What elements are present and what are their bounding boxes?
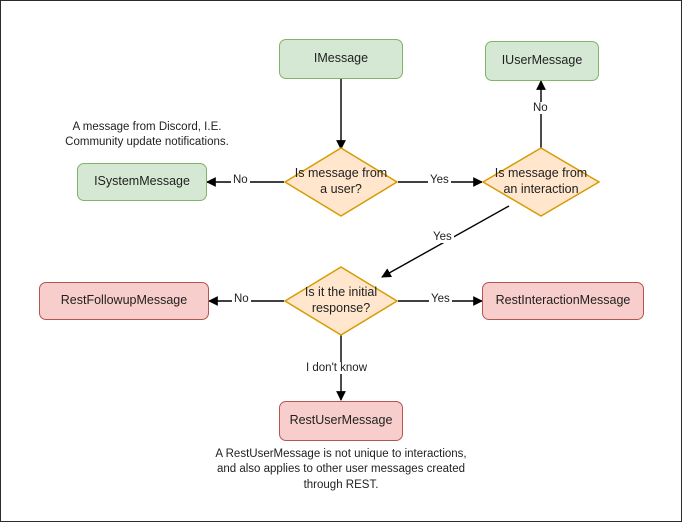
node-restinteractionmessage[interactable]: RestInteractionMessage	[482, 282, 644, 320]
node-restinteractionmessage-label: RestInteractionMessage	[495, 293, 631, 308]
node-restfollowupmessage-label: RestFollowupMessage	[60, 293, 188, 308]
node-isystemmessage[interactable]: ISystemMessage	[77, 163, 207, 201]
node-imessage[interactable]: IMessage	[279, 39, 403, 79]
edge-label-from-interaction-no: No	[531, 102, 550, 114]
node-isystemmessage-label: ISystemMessage	[94, 174, 190, 189]
edge-label-from-interaction-yes: Yes	[431, 231, 454, 243]
edge-label-initial-response-dont-know: I don't know	[304, 362, 370, 374]
node-restusermessage-label: RestUserMessage	[289, 413, 393, 428]
node-iusermessage-label: IUserMessage	[501, 53, 583, 68]
node-iusermessage[interactable]: IUserMessage	[485, 41, 599, 81]
diamond-shape	[482, 147, 600, 217]
diamond-shape	[284, 266, 398, 336]
node-question-initial-response-label: Is it the initial response?	[304, 285, 378, 315]
node-question-from-user[interactable]: Is message from a user?	[284, 147, 398, 217]
diamond-shape	[284, 147, 398, 217]
node-question-from-interaction[interactable]: Is message from an interaction	[482, 147, 600, 217]
edge-label-initial-response-yes: Yes	[429, 293, 452, 305]
node-restusermessage[interactable]: RestUserMessage	[279, 401, 403, 441]
edge-label-from-user-yes: Yes	[428, 174, 451, 186]
caption-rest-user-message-note: A RestUserMessage is not unique to inter…	[215, 448, 467, 491]
node-imessage-label: IMessage	[313, 51, 369, 66]
node-restfollowupmessage[interactable]: RestFollowupMessage	[39, 282, 209, 320]
node-question-from-user-label: Is message from a user?	[294, 166, 388, 196]
node-question-from-interaction-label: Is message from an interaction	[494, 166, 588, 196]
edge-label-initial-response-no: No	[232, 293, 251, 305]
edge-label-from-user-no: No	[231, 174, 250, 186]
caption-system-message-note: A message from Discord, I.E. Community u…	[65, 121, 229, 149]
node-question-initial-response[interactable]: Is it the initial response?	[284, 266, 398, 336]
